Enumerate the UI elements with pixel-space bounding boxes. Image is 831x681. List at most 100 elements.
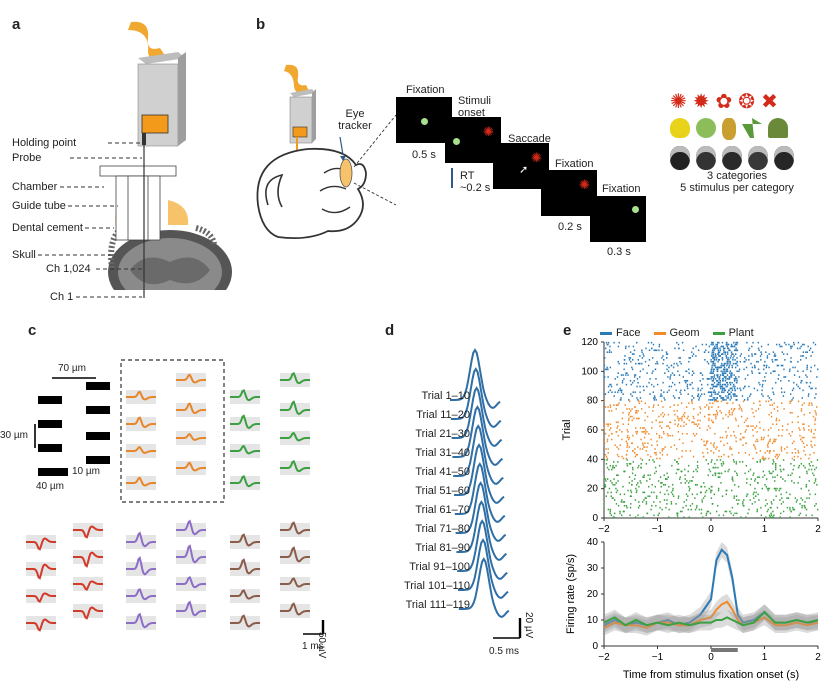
step-stimuli-onset: Stimuli onset <box>458 95 492 119</box>
waveform-brown <box>230 614 260 628</box>
legend-geom: Geom <box>653 327 700 339</box>
waveform-green <box>280 431 310 442</box>
waveform-trace-cloud <box>176 461 206 475</box>
waveform-trace-cloud <box>126 589 156 603</box>
waveform-green <box>230 388 260 402</box>
waveform-trace-cloud <box>176 523 206 537</box>
waveform-trace-cloud <box>126 562 156 576</box>
trial-waveform <box>452 405 504 466</box>
waveform-orange <box>176 461 206 472</box>
screen-fixation-2: ✺ <box>541 170 597 216</box>
waveform-purple <box>126 531 156 548</box>
legend: Face Geom Plant <box>600 327 754 339</box>
screen-stimuli-onset: ✺ <box>445 117 501 163</box>
screen-fixation-3 <box>590 196 646 242</box>
screen-fixation-1 <box>396 97 452 143</box>
plant-stimulus-icon <box>742 118 762 138</box>
raster-y-tick-label: 40 <box>587 454 599 465</box>
waveform-red <box>73 551 103 568</box>
waveform-trace-cloud <box>176 403 206 417</box>
waveform-trace-cloud <box>73 523 103 537</box>
legend-label-plant: Plant <box>728 327 754 339</box>
raster-y-tick-label: 20 <box>587 484 599 495</box>
trial-label: Trial 91–100 <box>409 561 470 573</box>
psth-x-tick-label: 0 <box>708 652 714 663</box>
waveform-trace-cloud <box>126 535 156 549</box>
waveform-orange <box>176 373 206 384</box>
face-stimulus-icon <box>722 146 742 170</box>
selection-box <box>120 359 225 503</box>
psth-band-face <box>604 542 818 633</box>
legend-plant: Plant <box>712 327 754 339</box>
waveform-trace-cloud <box>176 431 206 445</box>
trial-waveform <box>458 538 509 599</box>
raster-y-tick-label: 60 <box>587 425 599 436</box>
waveform-trace-cloud <box>176 604 206 618</box>
trial-waveform-panel <box>450 348 522 639</box>
trial-label: Trial 31–40 <box>415 447 470 459</box>
waveform-trace-cloud <box>126 444 156 458</box>
time-fixation-1: 0.5 s <box>412 149 436 161</box>
legend-label-geom: Geom <box>669 327 700 339</box>
waveform-brown <box>230 558 260 575</box>
waveform-trace-cloud <box>280 550 310 564</box>
scale-label-voltage-c: 50 µV <box>316 632 327 659</box>
waveform-trace-cloud <box>126 417 156 431</box>
waveform-red <box>26 618 56 632</box>
waveform-trace-cloud <box>230 417 260 431</box>
raster-x-tick-label: −2 <box>598 524 610 535</box>
trial-label: Trial 101–110 <box>403 580 470 592</box>
trial-waveform <box>450 367 502 428</box>
waveform-trace-cloud <box>26 562 56 576</box>
waveform-trace-cloud <box>26 616 56 630</box>
probe-geometry <box>34 377 110 476</box>
waveform-brown <box>230 589 260 600</box>
psth-y-label: Firing rate (sp/s) <box>565 554 577 634</box>
scale-label-time-c: 1 ms <box>302 641 324 652</box>
face-stimulus-icon <box>748 146 768 170</box>
waveform-purple <box>126 612 156 629</box>
waveform-panel <box>26 359 325 635</box>
trial-label: Trial 11–20 <box>416 409 470 421</box>
trial-waveform <box>458 557 510 618</box>
waveform-orange <box>126 390 156 401</box>
legend-label-face: Face <box>616 327 641 339</box>
face-stimulus-icon <box>670 146 690 170</box>
waveform-trace-cloud <box>230 535 260 549</box>
waveform-trace-cloud <box>230 476 260 490</box>
dim-70um: 70 µm <box>58 363 86 374</box>
plant-stimulus-icon <box>722 118 736 140</box>
waveform-trace-cloud <box>280 431 310 445</box>
legend-swatch-plant <box>712 331 725 335</box>
waveform-trace-cloud <box>26 589 56 603</box>
waveform-red <box>73 580 103 591</box>
waveform-brown <box>280 546 310 563</box>
psth-y-tick-label: 30 <box>587 563 599 574</box>
geom-stimulus-icon: ✺ <box>670 91 687 113</box>
waveform-purple <box>176 519 206 536</box>
stimulus-grid: ✺✹✿❂✖ <box>670 90 802 170</box>
waveform-trace-cloud <box>73 604 103 618</box>
trial-label: Trial 61–70 <box>415 504 470 516</box>
step-fixation-2: Fixation <box>555 158 594 170</box>
psth-x-label: Time from stimulus fixation onset (s) <box>623 669 799 681</box>
panel-label-b: b <box>256 16 266 33</box>
trial-waveform <box>455 481 507 542</box>
waveform-trace-cloud <box>126 616 156 630</box>
waveform-orange <box>126 416 156 429</box>
geom-stimulus-icon: ✹ <box>692 91 710 113</box>
waveform-trace-cloud <box>126 390 156 404</box>
raster-x-tick-label: 0 <box>708 524 714 535</box>
waveform-trace-cloud <box>230 589 260 603</box>
face-stimulus-icon <box>774 146 794 170</box>
waveform-trace-cloud <box>230 390 260 404</box>
legend-swatch-face <box>600 331 612 335</box>
dim-40um: 40 µm <box>36 481 64 492</box>
trial-label: Trial 21–30 <box>415 428 470 440</box>
step-fixation-3: Fixation <box>602 183 641 195</box>
panel-label-a: a <box>12 16 21 33</box>
waveform-purple <box>126 587 156 601</box>
time-rt: RT ~0.2 s <box>460 170 491 194</box>
psth-x-tick-label: 2 <box>815 652 821 663</box>
trial-waveform <box>457 519 508 580</box>
